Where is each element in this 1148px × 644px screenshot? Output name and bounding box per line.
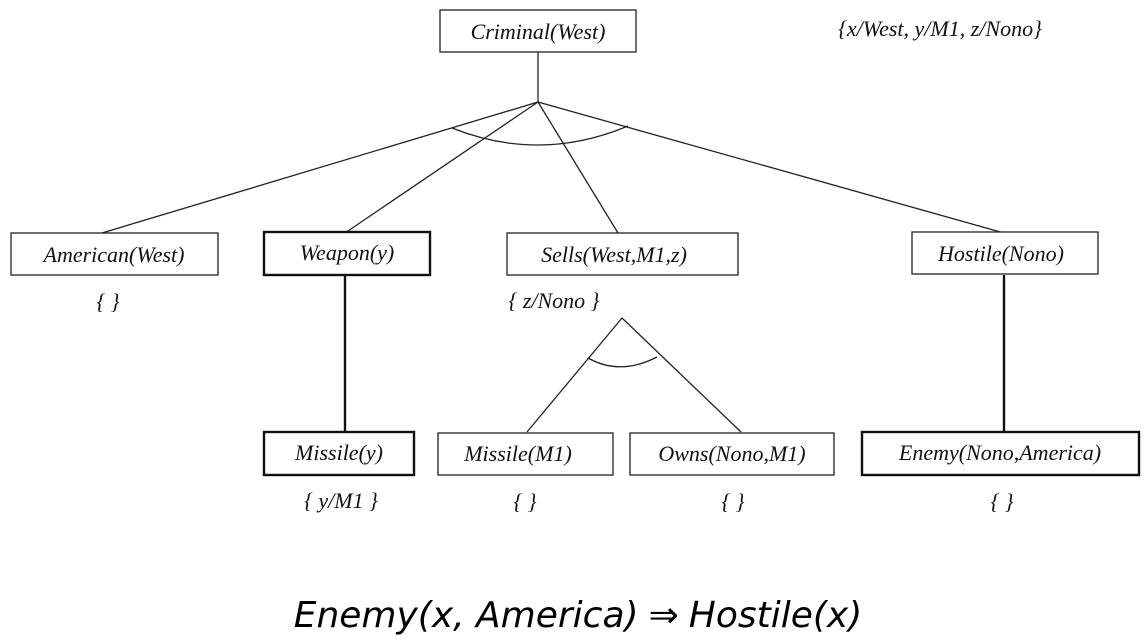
child-sells-substitution: { z/Nono } — [509, 288, 600, 313]
root-node-label: Criminal(West) — [471, 19, 606, 44]
rule-arrow: ⇒ — [649, 595, 679, 636]
grandchild-node-missile-m1-label: Missile(M1) — [463, 441, 572, 466]
and-arc-root — [451, 125, 629, 146]
child-node-hostile: Hostile(Nono) — [911, 231, 1099, 275]
child-node-weapon-label: Weapon(y) — [300, 240, 395, 265]
grandchild-node-owns-label: Owns(Nono,M1) — [658, 441, 805, 466]
edge-root-hostile — [537, 101, 1005, 234]
grandchild-node-owns: Owns(Nono,M1) — [629, 432, 835, 476]
rule-rhs: Hostile(x) — [689, 595, 863, 636]
grandchild-node-owns-box — [629, 432, 835, 476]
child-edges — [343, 275, 1006, 433]
edge-root-weapon — [344, 101, 539, 234]
child-node-weapon: Weapon(y) — [262, 230, 432, 277]
grandchild-node-missile-m1: Missile(M1) — [437, 432, 614, 476]
edge-root-sells — [537, 101, 619, 234]
grandchild-node-enemy-box — [860, 430, 1141, 477]
child-american-substitution: { } — [96, 289, 119, 314]
rule-formula: Enemy(x, America)⇒Hostile(x) — [294, 595, 863, 636]
child-node-american-box — [10, 232, 219, 276]
grandchild-missile-y-substitution: { y/M1 } — [304, 488, 378, 513]
child-node-american-label: American(West) — [42, 242, 185, 267]
child-node-sells-label: Sells(West,M1,z) — [541, 242, 687, 267]
grandchild-node-missile-y-label: Missile(y) — [294, 440, 383, 465]
grandchild-node-missile-y: Missile(y) — [262, 430, 416, 477]
grandchild-node-enemy-label: Enemy(Nono,America) — [898, 440, 1101, 465]
edge-root-american — [101, 101, 539, 234]
root-node-box — [439, 9, 637, 53]
grandchild-node-enemy: Enemy(Nono,America) — [860, 430, 1141, 477]
edge-sells-owns — [621, 317, 742, 433]
child-node-hostile-box — [911, 231, 1099, 275]
and-arc-sells — [587, 356, 658, 368]
root-edges — [101, 52, 1005, 234]
child-node-sells: Sells(West,M1,z) — [506, 232, 739, 276]
child-node-american: American(West) — [10, 232, 219, 276]
edge-sells-missile-m1 — [526, 317, 623, 433]
rule-lhs: Enemy(x, America) — [294, 595, 639, 636]
child-node-hostile-label: Hostile(Nono) — [937, 241, 1064, 266]
grandchild-missile-m1-substitution: { } — [513, 489, 536, 514]
grandchild-owns-substitution: { } — [721, 489, 744, 514]
root-node: Criminal(West) — [439, 9, 637, 53]
root-substitution: {x/West, y/M1, z/Nono} — [838, 16, 1042, 41]
grandchild-node-missile-m1-box — [437, 432, 614, 476]
child-node-sells-box — [506, 232, 739, 276]
grandchild-node-missile-y-box — [262, 430, 416, 477]
child-node-weapon-box — [262, 230, 432, 277]
grandchild-enemy-substitution: { } — [990, 489, 1013, 514]
